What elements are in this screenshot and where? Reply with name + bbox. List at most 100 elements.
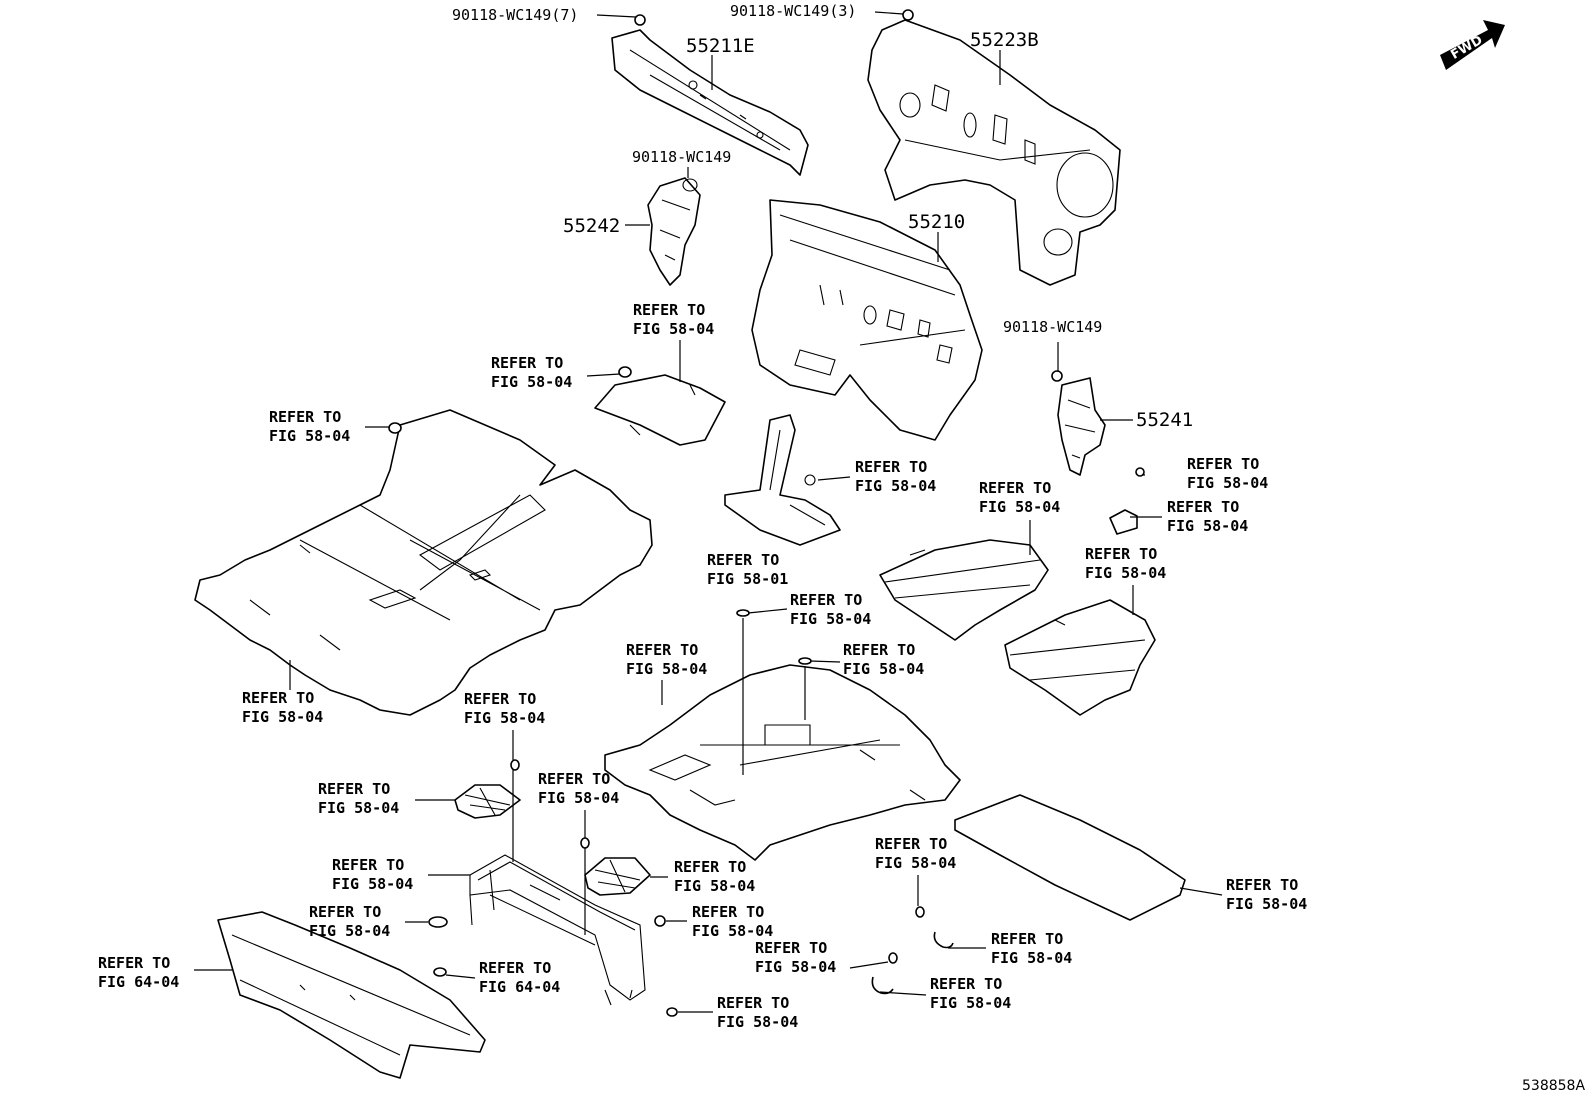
svg-text:FIG 58-04: FIG 58-04 [1167, 517, 1248, 535]
svg-text:REFER TO: REFER TO [479, 959, 551, 977]
svg-text:FIG 58-01: FIG 58-01 [707, 570, 788, 588]
svg-text:REFER TO: REFER TO [1167, 498, 1239, 516]
refer-label-08: REFER TO FIG 58-04 [1085, 545, 1166, 582]
refer-label-20: REFER TO FIG 58-04 [1226, 876, 1307, 913]
refer-label-23: REFER TO FIG 58-04 [991, 930, 1072, 967]
part-55241-shape [1057, 377, 1106, 476]
svg-text:REFER TO: REFER TO [538, 770, 610, 788]
fwd-label: FWD [1448, 33, 1485, 63]
fastener-label-1: 90118-WC149(7) [452, 6, 578, 24]
refer-label-10: REFER TO FIG 58-04 [790, 591, 871, 628]
svg-text:REFER TO: REFER TO [674, 858, 746, 876]
refer-label-15: REFER TO FIG 58-04 [538, 770, 619, 807]
svg-text:FIG 64-04: FIG 64-04 [479, 978, 560, 996]
fastener-label-3: 90118-WC149 [632, 148, 731, 166]
svg-text:FIG 58-04: FIG 58-04 [979, 498, 1060, 516]
svg-text:REFER TO: REFER TO [1085, 545, 1157, 563]
front-floor-carpet-shape [194, 409, 653, 716]
fwd-arrow-icon: FWD [1440, 20, 1505, 70]
svg-text:REFER TO: REFER TO [1226, 876, 1298, 894]
fastener-label-2: 90118-WC149(3) [730, 2, 856, 20]
small-insulator-left-shape [594, 374, 726, 446]
svg-text:FIG 58-04: FIG 58-04 [1085, 564, 1166, 582]
frame-structure-shape [469, 854, 646, 1006]
svg-text:FIG 58-04: FIG 58-04 [309, 922, 390, 940]
rear-mat-right-shape [954, 794, 1186, 921]
svg-text:REFER TO: REFER TO [692, 903, 764, 921]
svg-text:REFER TO: REFER TO [875, 835, 947, 853]
svg-text:FIG 58-04: FIG 58-04 [875, 854, 956, 872]
svg-text:REFER TO: REFER TO [707, 551, 779, 569]
refer-label-21: REFER TO FIG 58-04 [309, 903, 390, 940]
svg-text:FIG 58-04: FIG 58-04 [843, 660, 924, 678]
svg-text:REFER TO: REFER TO [843, 641, 915, 659]
refer-label-03: REFER TO FIG 58-04 [269, 408, 350, 445]
refer-label-06: REFER TO FIG 58-04 [979, 479, 1060, 516]
svg-text:FIG 58-04: FIG 58-04 [464, 709, 545, 727]
svg-text:FIG 58-04: FIG 58-04 [332, 875, 413, 893]
refer-label-14: REFER TO FIG 58-04 [464, 690, 545, 727]
svg-text:FIG 58-04: FIG 58-04 [1226, 895, 1307, 913]
svg-text:REFER TO: REFER TO [855, 458, 927, 476]
svg-text:REFER TO: REFER TO [464, 690, 536, 708]
part-label-55242: 55242 [563, 215, 620, 237]
part-55211E-shape [611, 29, 809, 176]
svg-text:REFER TO: REFER TO [626, 641, 698, 659]
svg-text:REFER TO: REFER TO [790, 591, 862, 609]
svg-text:FIG 58-04: FIG 58-04 [855, 477, 936, 495]
refer-label-19: REFER TO FIG 58-04 [674, 858, 755, 895]
part-55210-shape [751, 199, 983, 441]
refer-label-22: REFER TO FIG 58-04 [692, 903, 773, 940]
svg-text:FIG 58-04: FIG 58-04 [538, 789, 619, 807]
svg-text:REFER TO: REFER TO [930, 975, 1002, 993]
svg-text:FIG 58-04: FIG 58-04 [318, 799, 399, 817]
svg-text:REFER TO: REFER TO [309, 903, 381, 921]
svg-text:FIG 58-04: FIG 58-04 [1187, 474, 1268, 492]
refer-label-16: REFER TO FIG 58-04 [318, 780, 399, 817]
svg-text:REFER TO: REFER TO [242, 689, 314, 707]
lower-left-tray-shape [217, 911, 486, 1079]
refer-label-01: REFER TO FIG 58-04 [633, 301, 714, 338]
refer-label-11: REFER TO FIG 58-04 [626, 641, 707, 678]
refer-label-28: REFER TO FIG 58-04 [717, 994, 798, 1031]
svg-text:FIG 58-04: FIG 58-04 [242, 708, 323, 726]
svg-text:FIG 58-04: FIG 58-04 [674, 877, 755, 895]
svg-text:FIG 58-04: FIG 58-04 [790, 610, 871, 628]
refer-label-13: REFER TO FIG 58-04 [242, 689, 323, 726]
svg-text:REFER TO: REFER TO [717, 994, 789, 1012]
refer-label-17: REFER TO FIG 58-04 [875, 835, 956, 872]
svg-text:REFER TO: REFER TO [991, 930, 1063, 948]
part-label-55223B: 55223B [970, 29, 1039, 51]
refer-label-26: REFER TO FIG 64-04 [479, 959, 560, 996]
svg-text:FIG 58-04: FIG 58-04 [991, 949, 1072, 967]
part-55242-shape [647, 177, 701, 286]
svg-text:FIG 58-04: FIG 58-04 [633, 320, 714, 338]
svg-text:REFER TO: REFER TO [1187, 455, 1259, 473]
refer-label-27: REFER TO FIG 58-04 [930, 975, 1011, 1012]
svg-text:REFER TO: REFER TO [979, 479, 1051, 497]
left-grate-shape [454, 784, 521, 819]
svg-text:FIG 64-04: FIG 64-04 [98, 973, 179, 991]
svg-text:REFER TO: REFER TO [332, 856, 404, 874]
leader-lines [194, 11, 1223, 1013]
middle-floor-silencer-shape [604, 664, 961, 861]
svg-text:FIG 58-04: FIG 58-04 [692, 922, 773, 940]
refer-label-09: REFER TO FIG 58-01 [707, 551, 788, 588]
svg-text:FIG 58-04: FIG 58-04 [269, 427, 350, 445]
svg-text:FIG 58-04: FIG 58-04 [755, 958, 836, 976]
part-55223B-shape [867, 19, 1121, 286]
svg-text:FIG 58-04: FIG 58-04 [717, 1013, 798, 1031]
fastener-label-4: 90118-WC149 [1003, 318, 1102, 336]
refer-label-25: REFER TO FIG 64-04 [98, 954, 179, 991]
svg-text:REFER TO: REFER TO [491, 354, 563, 372]
part-label-55211E: 55211E [686, 35, 755, 57]
refer-label-18: REFER TO FIG 58-04 [332, 856, 413, 893]
part-label-55210: 55210 [908, 211, 965, 233]
svg-text:REFER TO: REFER TO [318, 780, 390, 798]
svg-text:REFER TO: REFER TO [269, 408, 341, 426]
refer-label-02: REFER TO FIG 58-04 [491, 354, 572, 391]
right-tray-upper-shape [879, 539, 1049, 641]
angled-trim-piece-shape [724, 414, 841, 546]
fastener-marks [388, 9, 1145, 1017]
